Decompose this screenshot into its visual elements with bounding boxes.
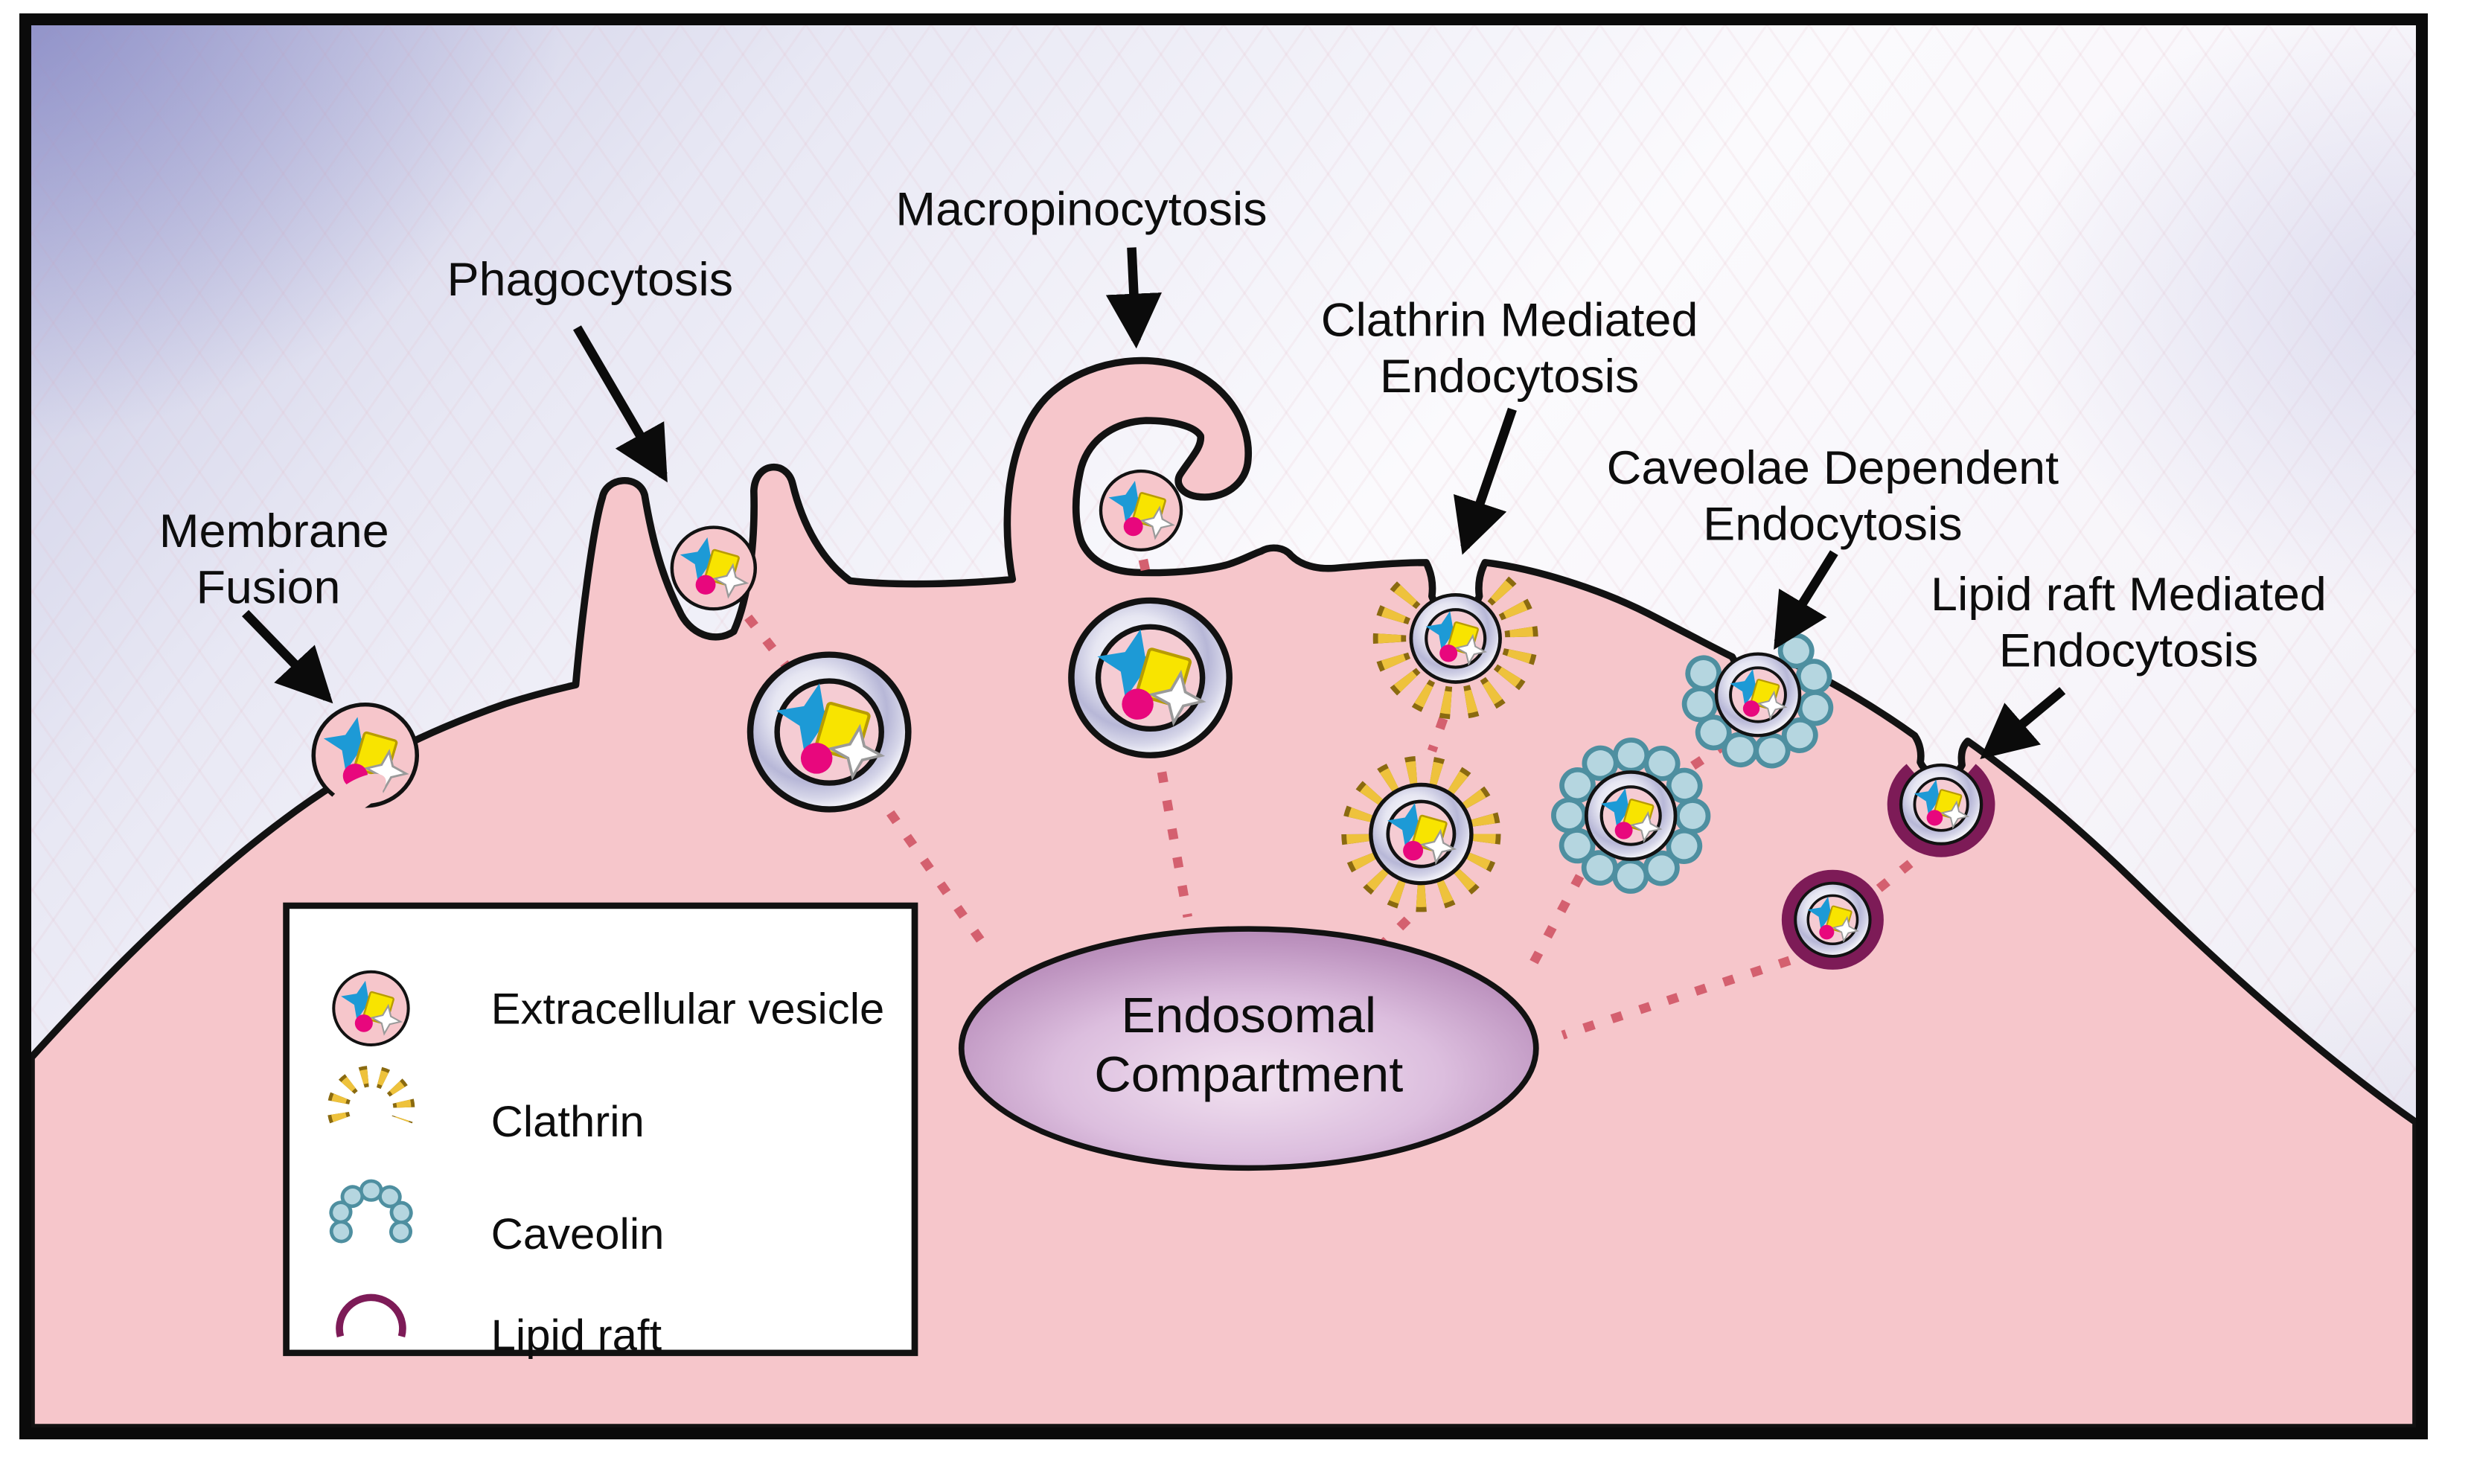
internalized-vesicle	[1371, 784, 1471, 883]
internalized-vesicle	[750, 655, 908, 810]
internalized-vesicle	[1901, 765, 1981, 844]
endosome-label-line2: Compartment	[1094, 1047, 1403, 1102]
pointer-arrows	[242, 247, 2066, 760]
extracellular-vesicle-icon	[672, 528, 755, 610]
endosomal-compartment: Endosomal Compartment	[958, 926, 1539, 1171]
caveolin-coated-vesicle	[1551, 738, 1711, 894]
legend-item: Clathrin	[327, 1065, 645, 1146]
caveolae-label-line2: Endocytosis	[1703, 497, 1963, 550]
membrane-fusion-arrow-icon	[242, 610, 333, 704]
trail	[744, 614, 791, 670]
trail	[1876, 860, 1914, 893]
trail	[1561, 956, 1791, 1040]
caveolin-coat	[1686, 638, 1830, 765]
macropinocytosis-label: Macropinocytosis	[895, 182, 1267, 235]
lipid-raft-vesicle	[1781, 869, 1884, 970]
figure-frame: Endosomal Compartment	[19, 13, 2428, 1439]
membrane-fusion-label-line1: Membrane	[159, 505, 389, 557]
extracellular-background: Endosomal Compartment	[31, 25, 2416, 1427]
legend-item-label: Caveolin	[491, 1209, 665, 1258]
phagocytosis-arrow-icon	[572, 325, 668, 483]
internalized-vesicle	[1586, 772, 1675, 859]
endosome-label-line1: Endosomal	[1121, 988, 1376, 1043]
lipid-raft-ring	[1781, 869, 1884, 970]
clathrin-coat	[1378, 580, 1533, 714]
internalized-vesicle	[1071, 601, 1229, 755]
lipid-raft-ring	[1887, 764, 1995, 857]
extracellular-vesicle-icon	[1101, 471, 1181, 550]
legend-item-label: Clathrin	[491, 1096, 645, 1145]
internalized-vesicle	[1716, 654, 1800, 736]
legend-item: Lipid raft	[336, 1293, 662, 1360]
clathrin-coated-vesicle	[1341, 755, 1501, 912]
trail	[1157, 771, 1192, 918]
membrane-fusion-label-line2: Fusion	[196, 560, 340, 613]
caveolae-label-line1: Caveolae Dependent	[1607, 441, 2059, 494]
clathrin-label-line2: Endocytosis	[1380, 350, 1640, 403]
trail	[1138, 558, 1154, 588]
membrane-fusion-site	[313, 705, 417, 819]
caveolin-icon-fill	[331, 1183, 411, 1240]
internalized-vesicle	[1411, 595, 1500, 682]
legend: Extracellular vesicle Clathrin Caveolin …	[283, 902, 918, 1360]
legend-item: Extracellular vesicle	[333, 972, 884, 1045]
extracellular-vesicle-icon	[333, 972, 408, 1045]
phagocytosis-label: Phagocytosis	[447, 252, 733, 305]
macropinocytosis-arrow-icon	[1105, 247, 1162, 349]
endocytosis-diagram: Endosomal Compartment	[31, 182, 2416, 1427]
clathrin-pit-vesicle	[1372, 576, 1538, 720]
fusion-opening	[325, 773, 386, 819]
lipid-raft-pit-vesicle	[1887, 764, 1995, 857]
legend-item-label: Lipid raft	[491, 1311, 662, 1360]
legend-item: Caveolin	[327, 1179, 665, 1258]
legend-item-label: Extracellular vesicle	[491, 984, 885, 1033]
clathrin-label-line1: Clathrin Mediated	[1321, 293, 1698, 346]
clathrin-icon-fill	[330, 1069, 412, 1122]
caveolae-arrow-icon	[1774, 550, 1838, 650]
clathrin-arrow-icon	[1454, 407, 1517, 555]
lipid-raft-label-line1: Lipid raft Mediated	[1931, 568, 2327, 621]
trail	[1427, 717, 1448, 753]
lipid-raft-arrow-icon	[1980, 687, 2066, 760]
clathrin-coat	[1346, 761, 1496, 907]
internalized-vesicle	[1795, 883, 1870, 956]
lipid-raft-label-line2: Endocytosis	[1999, 624, 2259, 677]
lipid-raft-icon	[336, 1293, 406, 1337]
caveolin-pit-vesicle	[1681, 633, 1835, 770]
caveolin-coat	[1556, 742, 1706, 889]
